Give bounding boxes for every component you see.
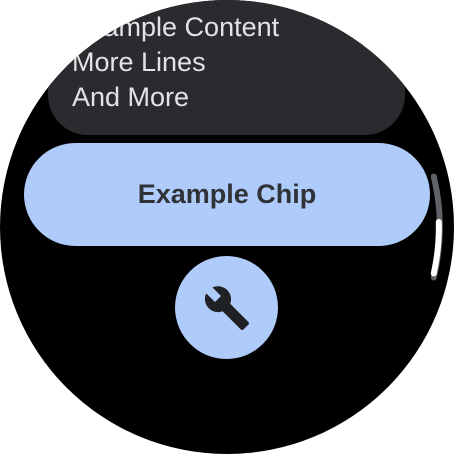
settings-icon-button[interactable]: [175, 256, 278, 359]
card-line-3: And More: [72, 82, 190, 112]
wrench-icon: [203, 284, 251, 332]
card-line-2: More Lines: [72, 47, 206, 77]
content-card[interactable]: [48, 0, 405, 135]
card-line-1: Example Content: [72, 12, 280, 42]
example-chip-button[interactable]: Example Chip: [24, 143, 430, 246]
chip-label: Example Chip: [137, 179, 317, 209]
scroll-thumb: [430, 219, 442, 277]
scroll-track: [430, 173, 443, 281]
